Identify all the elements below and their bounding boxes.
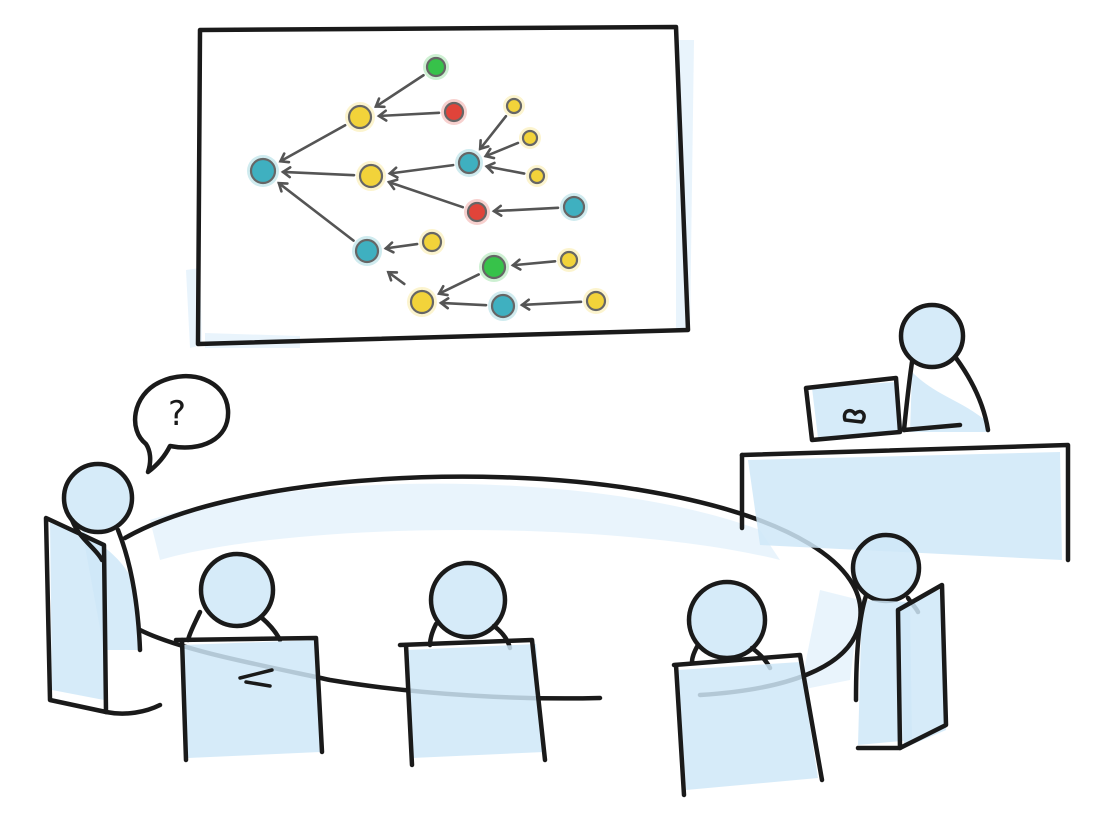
diagram-edge-arrow: [478, 114, 508, 151]
laptop-icon: [803, 375, 903, 443]
attendee-front-2: [397, 560, 548, 768]
diagram-node-teal: [249, 157, 277, 185]
attendee-right: [850, 532, 949, 751]
presenter-podium: [739, 442, 1071, 563]
diagram-node-yellow: [347, 104, 373, 130]
conference-table: [122, 474, 863, 701]
diagram-edge-arrow: [484, 161, 526, 175]
diagram-node-teal: [354, 238, 380, 264]
diagram-edge-arrow: [386, 270, 406, 286]
diagram-node-yellow: [505, 97, 523, 115]
diagram-node-red: [466, 201, 488, 223]
diagram-node-teal: [490, 293, 516, 319]
diagram-node-yellow: [521, 129, 539, 147]
diagram-node-yellow: [528, 167, 546, 185]
diagram-edge-arrow: [483, 141, 520, 160]
diagram-edge-arrow: [280, 166, 356, 179]
diagram-edge-arrow: [510, 258, 557, 271]
diagram-edge-arrow: [376, 109, 441, 122]
network-diagram: [247, 54, 609, 321]
diagram-node-teal: [562, 195, 586, 219]
diagram-edge-arrow: [373, 73, 425, 109]
attendee-left: [43, 461, 163, 716]
speech-bubble-text: ?: [168, 394, 186, 434]
diagram-node-yellow: [421, 231, 443, 253]
diagram-node-yellow: [409, 289, 435, 315]
diagram-edge-arrow: [387, 163, 455, 179]
diagram-edge-arrow: [491, 204, 560, 217]
diagram-edge-arrow: [437, 273, 481, 297]
diagram-edge-arrow: [383, 241, 419, 254]
attendee-front-1: [173, 551, 325, 763]
presenter-figure: [898, 302, 991, 433]
diagram-node-yellow: [585, 290, 607, 312]
diagram-node-teal: [457, 151, 481, 175]
diagram-edge-arrow: [278, 123, 347, 164]
diagram-node-yellow: [559, 250, 579, 270]
diagram-node-yellow: [358, 163, 384, 189]
diagram-edge-arrow: [438, 297, 488, 310]
speech-bubble: ?: [132, 373, 231, 475]
diagram-edge-arrow: [277, 181, 355, 242]
attendee-front-3: [671, 579, 825, 798]
diagram-edge-arrow: [386, 178, 465, 209]
diagram-node-green: [481, 254, 507, 280]
diagram-node-red: [443, 101, 465, 123]
projection-screen: [186, 24, 694, 348]
diagram-edge-arrow: [519, 298, 583, 311]
diagram-node-green: [425, 56, 447, 78]
